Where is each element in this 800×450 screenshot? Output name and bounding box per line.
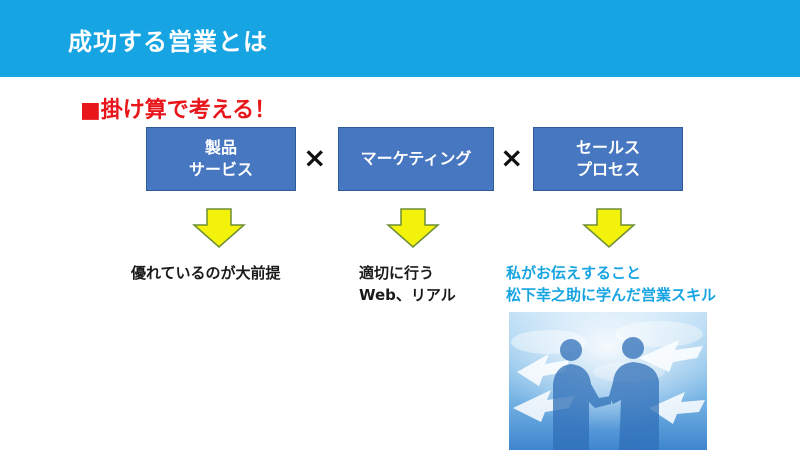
caption-sales: 私がお伝えすること 松下幸之助に学んだ営業スキル [506,262,716,306]
caption-product-line1: 優れているのが大前提 [131,264,281,282]
slide-header: 成功する営業とは [0,0,800,77]
slide-title: 成功する営業とは [68,28,268,56]
box-sales-process-line2: プロセス [575,160,640,179]
down-arrow-icon [386,208,440,248]
down-arrow-icon [192,208,246,248]
down-arrow-icon [582,208,636,248]
box-marketing-line1: マーケティング [360,149,472,168]
box-marketing: マーケティング [338,127,494,191]
caption-sales-line2: 松下幸之助に学んだ営業スキル [506,286,717,304]
box-product-service-line1: 製品 [204,138,237,157]
handshake-photo [509,312,707,450]
box-sales-process: セールス プロセス [533,127,683,191]
caption-product: 優れているのが大前提 [131,262,281,284]
caption-marketing: 適切に行う Web、リアル [359,262,456,306]
multiply-sign-1: × [303,141,327,174]
multiply-sign-2: × [500,141,524,174]
slide-subtitle: ■掛け算で考える！ [80,98,277,123]
box-product-service: 製品 サービス [146,127,296,191]
caption-marketing-line1: 適切に行う [359,264,435,282]
caption-sales-line1: 私がお伝えすること [506,264,642,282]
box-sales-process-line1: セールス [575,138,640,157]
caption-marketing-line2: Web、リアル [359,286,456,304]
box-product-service-line2: サービス [188,160,253,179]
